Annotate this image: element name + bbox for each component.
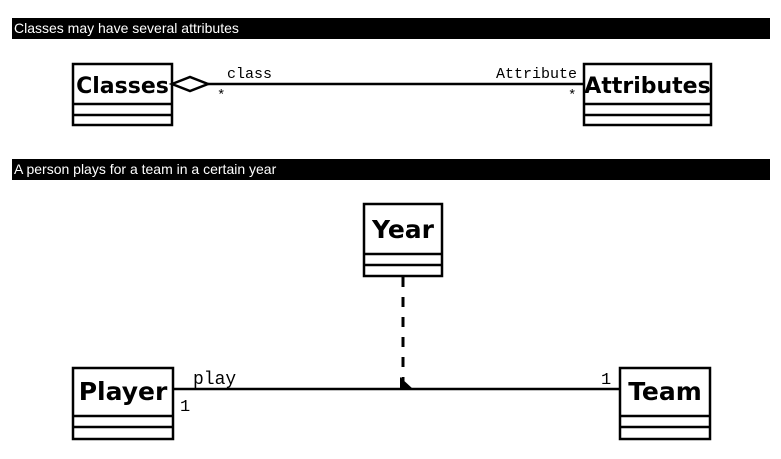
class-box-team: Team — [618, 366, 712, 441]
class-box-year: Year — [362, 202, 444, 278]
class-name-year: Year — [371, 215, 435, 244]
section1-caption: Classes may have several attributes — [12, 18, 770, 39]
class-box-classes: Classes — [71, 62, 174, 127]
multiplicity-right: * — [568, 88, 576, 104]
class-box-attributes: Attributes — [582, 62, 713, 127]
class-name-classes: Classes — [76, 74, 169, 99]
class-name-team: Team — [628, 377, 702, 406]
multiplicity-player: 1 — [180, 398, 190, 417]
multiplicity-left: * — [217, 88, 225, 104]
navigation-arrowhead — [400, 377, 413, 389]
assoc-name-play: play — [193, 370, 236, 390]
role-class: class — [227, 66, 272, 83]
section2-caption: A person plays for a team in a certain y… — [12, 159, 770, 180]
aggregation-diamond — [168, 75, 212, 93]
multiplicity-team: 1 — [601, 371, 611, 390]
class-box-player: Player — [71, 366, 175, 441]
class-name-attributes: Attributes — [584, 74, 710, 99]
aggregation-association: class Attribute * * — [168, 66, 584, 104]
class-name-player: Player — [79, 377, 168, 406]
play-association: play 1 1 — [173, 277, 620, 417]
role-attribute: Attribute — [496, 66, 577, 83]
